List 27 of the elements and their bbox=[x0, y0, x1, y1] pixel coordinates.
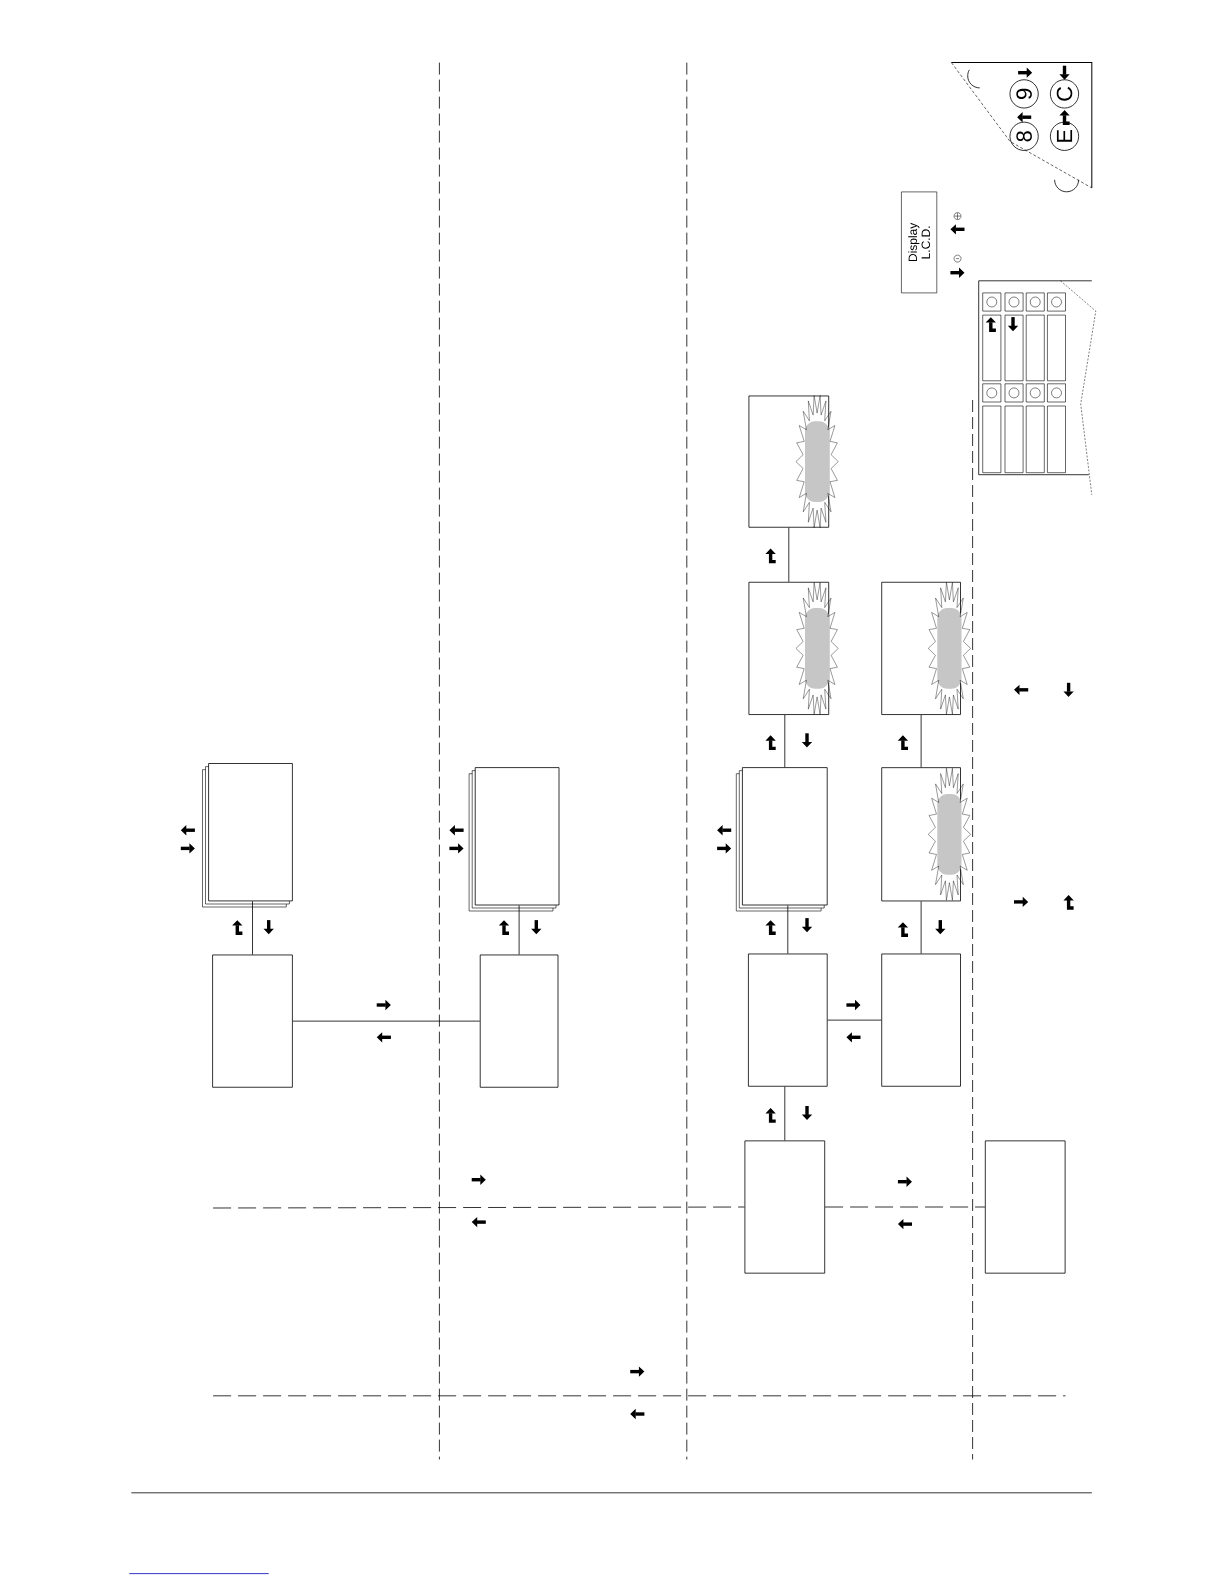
stacked-display-box bbox=[468, 767, 560, 912]
stacked-display-box bbox=[202, 763, 293, 908]
key-button: 9 bbox=[1009, 79, 1039, 109]
display-box bbox=[212, 954, 293, 1088]
display-box bbox=[479, 954, 559, 1088]
connector-line bbox=[920, 714, 922, 768]
connector-line bbox=[824, 1206, 986, 1208]
key-button: E bbox=[1049, 121, 1080, 151]
connector-line bbox=[212, 1206, 745, 1209]
connector-line bbox=[784, 714, 786, 768]
connector-line bbox=[518, 905, 520, 955]
stacked-display-box bbox=[736, 767, 828, 912]
key-button: C bbox=[1049, 79, 1080, 109]
connector-line bbox=[252, 900, 253, 955]
display-box bbox=[744, 1140, 826, 1274]
display-label-box: Display L.C.D. bbox=[901, 191, 938, 294]
display-box bbox=[748, 953, 828, 1087]
display-box bbox=[881, 767, 971, 902]
connector-line bbox=[787, 905, 789, 954]
connector-line bbox=[784, 1086, 786, 1141]
connector-line bbox=[827, 1019, 882, 1021]
connector-line bbox=[788, 527, 790, 583]
connector-line bbox=[292, 1020, 481, 1022]
display-box bbox=[881, 953, 961, 1087]
display-box bbox=[984, 1140, 1066, 1274]
key-button: 8 bbox=[1009, 121, 1039, 151]
connector-line bbox=[920, 900, 922, 954]
